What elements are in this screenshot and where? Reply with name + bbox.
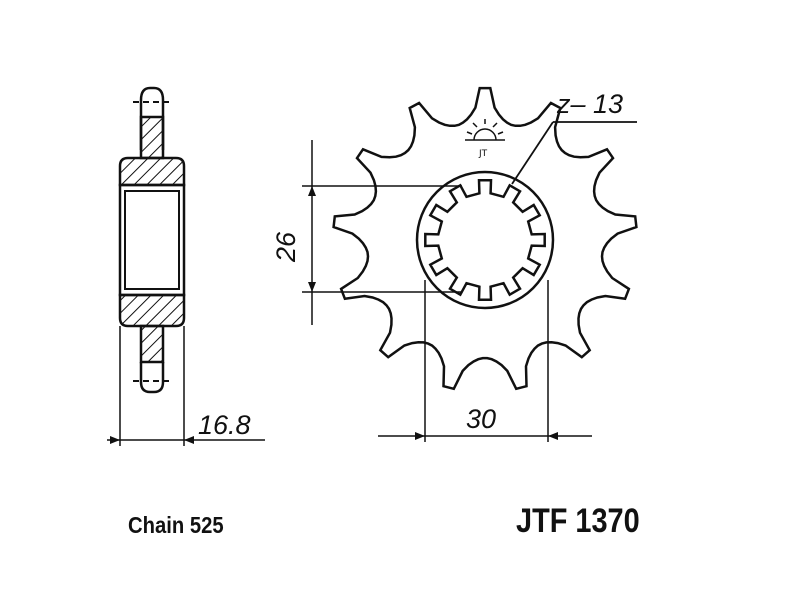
side-view bbox=[107, 86, 265, 446]
hub-circle bbox=[415, 170, 555, 310]
svg-text:JT: JT bbox=[478, 149, 488, 159]
inner-dimension-label: 26 bbox=[271, 231, 301, 263]
front-view: JT bbox=[302, 86, 638, 442]
outer-diameter-dimension bbox=[378, 280, 592, 442]
outer-dimension-label: 30 bbox=[466, 404, 496, 434]
sprocket-outline bbox=[332, 86, 638, 391]
jt-sun-logo: JT bbox=[465, 119, 505, 159]
teeth-count-label: z– 13 bbox=[556, 89, 623, 119]
teeth-leader bbox=[511, 121, 637, 185]
inner-diameter-dimension bbox=[302, 140, 462, 325]
width-dimension: 16.8 bbox=[198, 410, 251, 440]
chain-size-label: Chain 525 bbox=[128, 512, 224, 538]
part-number: JTF 1370 bbox=[516, 502, 640, 540]
spline-bore bbox=[424, 179, 546, 301]
